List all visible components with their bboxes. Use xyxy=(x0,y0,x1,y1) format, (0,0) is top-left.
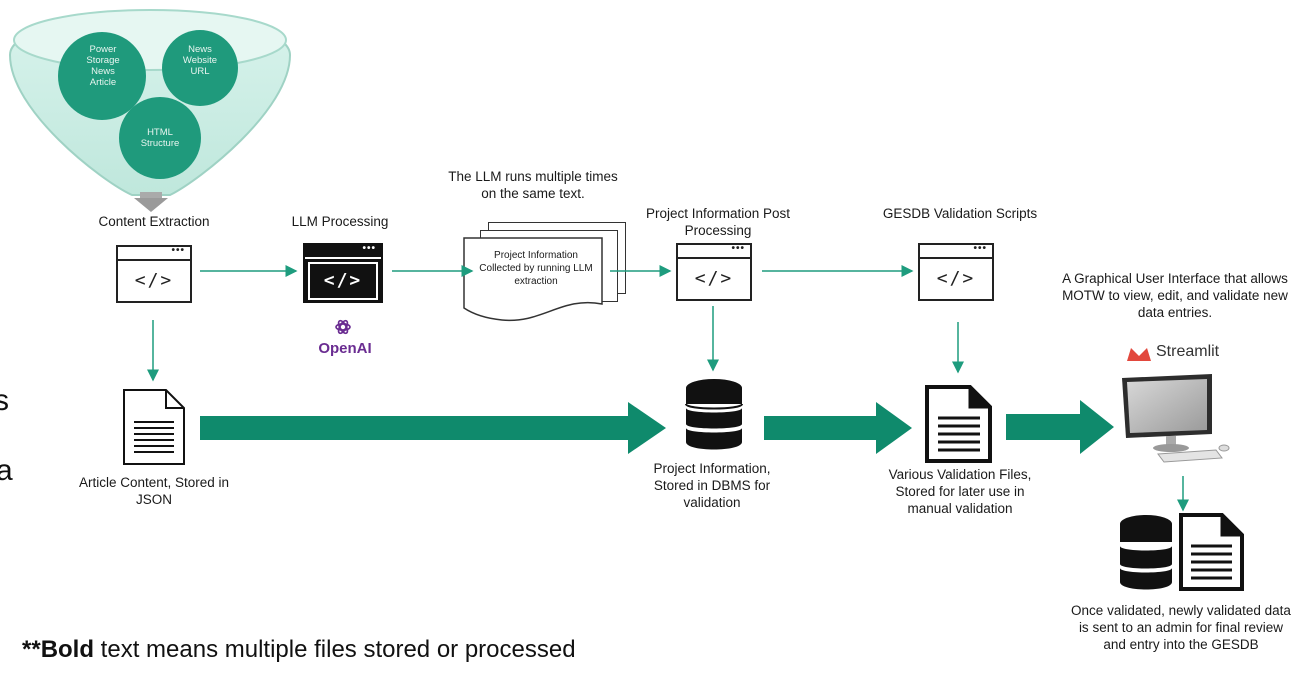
final-database-icon xyxy=(1120,515,1172,590)
project-database-icon xyxy=(685,379,743,450)
bold-legend: **Bold text means multiple files stored … xyxy=(22,636,576,664)
legend-rest: text means multiple files stored or proc… xyxy=(94,636,576,663)
post-processing-code-icon: •••</> xyxy=(676,243,752,301)
collected-page-front xyxy=(463,237,603,322)
thick-arrow-3 xyxy=(1006,400,1114,454)
llm-processing-label: LLM Processing xyxy=(291,214,389,229)
project-information-label: Project Information, Stored in DBMS for … xyxy=(653,461,771,510)
thick-arrow-2 xyxy=(764,402,912,454)
gesdb-validation-code-icon: •••</> xyxy=(918,243,994,301)
streamlit-label: Streamlit xyxy=(1156,343,1220,360)
legend-prefix: ** xyxy=(22,636,41,663)
llm-runs-note: The LLM runs multiple times on the same … xyxy=(448,169,618,201)
openai-label: OpenAI xyxy=(318,340,372,357)
project-info-collected-label: Project Information Collected by running… xyxy=(479,250,593,287)
validation-files-label: Various Validation Files, Stored for lat… xyxy=(888,467,1032,516)
source-html-structure-label: HTML Structure xyxy=(140,127,180,149)
validation-document-icon xyxy=(925,385,992,463)
final-note-label: Once validated, newly validated data is … xyxy=(1071,603,1291,652)
source-circle-article xyxy=(58,32,146,120)
gesdb-validation-label: GESDB Validation Scripts xyxy=(882,206,1038,221)
legend-bold-word: Bold xyxy=(40,636,95,663)
content-extraction-label: Content Extraction xyxy=(98,214,210,229)
post-processing-label: Project Information Post Processing xyxy=(645,206,791,238)
content-extraction-code-icon: •••</> xyxy=(116,245,192,303)
openai-icon xyxy=(335,319,351,335)
llm-processing-code-icon: •••</> xyxy=(303,243,383,303)
gui-description-label: A Graphical User Interface that allows M… xyxy=(1062,271,1288,320)
source-circle-url xyxy=(162,30,238,106)
computer-icon xyxy=(1122,374,1230,463)
article-content-label: Article Content, Stored in JSON xyxy=(78,475,230,507)
final-document-icon xyxy=(1179,513,1244,591)
left-edge-fragment-a: a xyxy=(0,454,13,487)
streamlit-icon xyxy=(1127,348,1151,361)
source-power-storage-label: Power Storage News Article xyxy=(86,44,120,88)
article-document-icon xyxy=(123,389,185,465)
thick-arrow-1 xyxy=(200,402,666,454)
source-news-website-label: News Website URL xyxy=(182,44,218,77)
left-edge-fragment-s: s xyxy=(0,384,9,417)
source-circle-html xyxy=(119,97,201,179)
